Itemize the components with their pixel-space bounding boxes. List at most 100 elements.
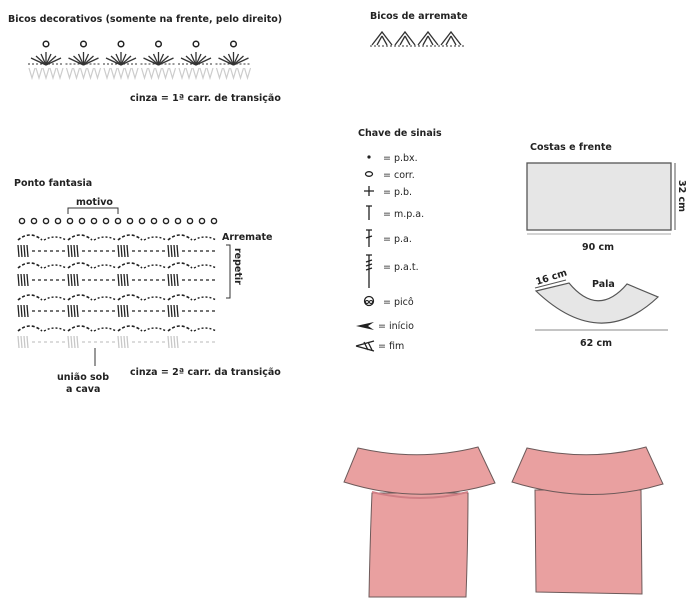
stitch-row (17, 325, 217, 332)
picot-icon (78, 217, 86, 225)
edging-point (417, 30, 439, 46)
picot-icon (192, 40, 200, 48)
picot-icon (210, 217, 218, 225)
legend-item: = m.p.a. (366, 205, 424, 220)
picot-icon (114, 217, 122, 225)
picot-icon (102, 217, 110, 225)
legend-item: = início (356, 321, 414, 332)
legend-label: = p.a.t. (383, 262, 419, 273)
fan-stitch (65, 52, 102, 66)
gray-stitches (103, 67, 139, 81)
stitch-row (17, 273, 216, 287)
schematic-title: Costas e frente (530, 142, 612, 153)
height-label: 32 cm (676, 180, 687, 212)
stitch-row (17, 234, 217, 241)
stitch-row (17, 262, 217, 269)
picot-icon (117, 40, 125, 48)
legend-item: = fim (355, 340, 404, 352)
motif-label: motivo (76, 197, 113, 208)
blouse-front-illustration (343, 446, 496, 598)
gray-stitches (140, 67, 177, 81)
decorative-note: cinza = 1ª carr. de transição (130, 93, 281, 104)
decorative-title: Bicos decorativos (somente na frente, pe… (8, 14, 282, 25)
repeat-bracket (226, 244, 231, 299)
decorative-stitch-chart (28, 40, 252, 81)
edging-point (394, 30, 416, 46)
gray-stitches (215, 67, 252, 81)
picot-icon (18, 217, 26, 225)
join-label-2: a cava (66, 384, 100, 395)
legend-label: = início (378, 321, 414, 332)
legend-label: = fim (378, 341, 404, 352)
width-label: 90 cm (582, 242, 614, 253)
legend-list: = p.bx. = corr. = p.b. = m.p.a. = p.a. =… (355, 153, 424, 352)
picot-icon (174, 217, 182, 225)
legend-label: = p.bx. (383, 153, 418, 164)
yoke-shape (534, 282, 660, 324)
legend-label: = p.a. (383, 234, 412, 245)
picot-icon (198, 217, 206, 225)
finish-label: Arremate (222, 232, 272, 243)
yoke-label: Pala (592, 279, 615, 290)
edging-stitch-chart (370, 30, 465, 47)
start-arrow-icon (356, 322, 374, 330)
pattern-stitch-chart (17, 217, 218, 349)
fan-stitch (215, 52, 252, 66)
end-arrow-icon (355, 340, 375, 352)
gray-stitches (65, 67, 102, 81)
gray-stitches (28, 67, 64, 81)
fan-stitch (140, 52, 177, 66)
fan-stitch (28, 52, 64, 66)
picot-icon (30, 217, 38, 225)
dot-icon (367, 155, 371, 159)
triple-icon (365, 254, 373, 288)
legend-item: = p.bx. (367, 153, 418, 164)
picot-icon (229, 40, 238, 48)
legend-label: = m.p.a. (383, 209, 424, 220)
picot-icon (186, 217, 194, 225)
yoke-width-label: 62 cm (580, 338, 612, 349)
gray-row (17, 335, 216, 349)
gray-stitches (178, 67, 214, 81)
legend-item: = corr. (364, 170, 415, 181)
blouse-back-illustration (511, 446, 664, 595)
double-icon (365, 229, 373, 247)
legend-item: = picô (363, 295, 414, 308)
legend-label: = picô (383, 297, 414, 308)
legend-label: = corr. (383, 170, 415, 181)
pattern-note: cinza = 2ª carr. da transição (130, 367, 281, 378)
picot-icon (150, 217, 158, 225)
legend-item: = p.a.t. (365, 254, 419, 288)
half-double-icon (366, 205, 372, 220)
picot-icon (126, 217, 134, 225)
picot-icon (363, 295, 375, 307)
legend-item: = p.a. (365, 229, 412, 247)
picot-icon (90, 217, 98, 225)
yoke-depth-line (534, 279, 567, 289)
legend-title: Chave de sinais (358, 128, 442, 139)
motif-bracket (67, 207, 119, 214)
join-label-1: união sob (57, 372, 109, 383)
stitch-row (17, 244, 216, 258)
cross-icon (364, 186, 374, 196)
edging-point (440, 30, 462, 46)
picot-icon (54, 217, 62, 225)
picot-icon (42, 217, 50, 225)
picot-icon (138, 217, 146, 225)
pattern-title: Ponto fantasia (14, 178, 92, 189)
stitch-row (17, 294, 217, 301)
fan-stitch (103, 52, 139, 66)
fan-stitch (178, 52, 214, 66)
oval-icon (364, 171, 374, 177)
picot-icon (66, 217, 74, 225)
picot-icon (42, 40, 50, 48)
edging-title: Bicos de arremate (370, 11, 468, 22)
picot-icon (154, 40, 163, 48)
picot-icon (162, 217, 170, 225)
edging-point (371, 30, 393, 46)
legend-item: = p.b. (364, 186, 412, 198)
legend-label: = p.b. (383, 187, 412, 198)
stitch-row (17, 304, 216, 318)
picot-icon (79, 40, 88, 48)
